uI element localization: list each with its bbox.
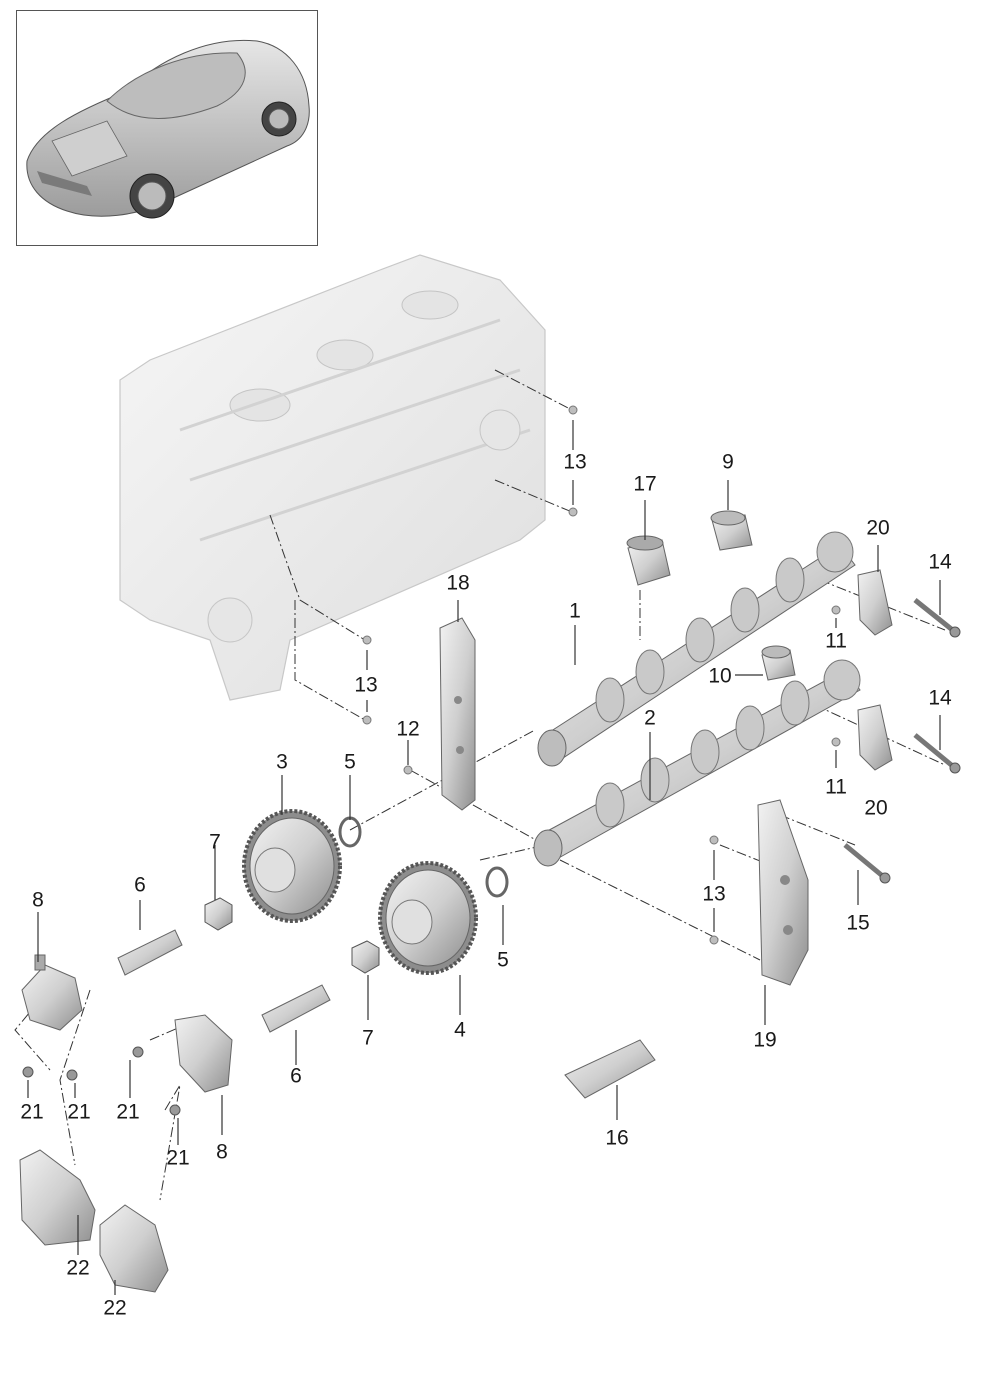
cover-22-left [19,1149,96,1246]
callout-8-upper: 8 [32,888,44,912]
bearing-cap-upper [857,569,893,636]
seal-ring-upper [338,816,362,848]
control-valve-lower [261,984,331,1033]
callout-19: 19 [753,1028,777,1052]
callout-5-lower: 5 [497,948,509,972]
callout-18: 18 [446,571,470,595]
bolt-14-upper [913,598,961,638]
camshaft-adjuster-upper [242,809,342,923]
callout-2: 2 [644,706,656,730]
callout-14-lower: 14 [928,686,952,710]
callout-13-head-left: 13 [354,673,378,697]
bolt-14-lower [913,733,961,774]
nut-upper [204,897,233,931]
callout-1: 1 [569,599,581,623]
camshaft-bearing-bridge-upper [439,617,476,811]
nut-lower [351,940,380,974]
tappet-9 [710,510,753,551]
callout-11-lower: 11 [825,775,847,799]
callout-17: 17 [633,472,657,496]
callout-22-right: 22 [103,1296,127,1320]
callout-22-left: 22 [66,1256,90,1280]
callout-9: 9 [722,450,734,474]
vehicle-thumbnail-frame [16,10,318,246]
pins [362,405,841,945]
callout-4: 4 [454,1018,466,1042]
callout-21-d: 21 [166,1146,190,1170]
callout-11-upper: 11 [825,629,847,653]
car-illustration [26,39,310,219]
callout-14-upper: 14 [928,550,952,574]
camshaft-lower [533,659,861,867]
callout-20-upper: 20 [866,516,890,540]
callout-7-upper: 7 [209,830,221,854]
sealant-tube [564,1039,656,1099]
cylinder-head [119,254,546,701]
leader-lines [14,369,946,1201]
camshaft-adjuster-lower [378,861,478,975]
tappet-10 [761,645,796,681]
tappet-17 [626,535,671,586]
callout-6-upper: 6 [134,873,146,897]
callout-13-bridge: 13 [702,882,726,906]
callout-7-lower: 7 [362,1026,374,1050]
bearing-cap-lower [857,704,893,771]
callout-20-lower: 20 [864,796,888,820]
bolts-21 [22,1046,181,1116]
bolt-15 [843,843,891,884]
control-valve-upper [117,929,183,976]
callout-ticks [27,420,941,1295]
callout-16: 16 [605,1126,629,1150]
callout-21-b: 21 [67,1100,91,1124]
callout-8-lower: 8 [216,1140,228,1164]
solenoid-upper [21,954,83,1031]
callout-12: 12 [396,717,420,741]
seal-ring-lower [485,866,509,898]
solenoid-lower [174,1014,233,1093]
camshaft-bearing-bridge-lower [757,799,809,986]
callout-15: 15 [846,911,870,935]
callout-10: 10 [708,664,732,688]
callout-21-c: 21 [116,1100,140,1124]
cover-22-right [99,1204,169,1293]
callout-5-upper: 5 [344,750,356,774]
callout-6-lower: 6 [290,1064,302,1088]
callout-3: 3 [276,750,288,774]
callout-21-a: 21 [20,1100,44,1124]
callout-13-head-right: 13 [563,450,587,474]
camshaft-upper [537,531,856,767]
